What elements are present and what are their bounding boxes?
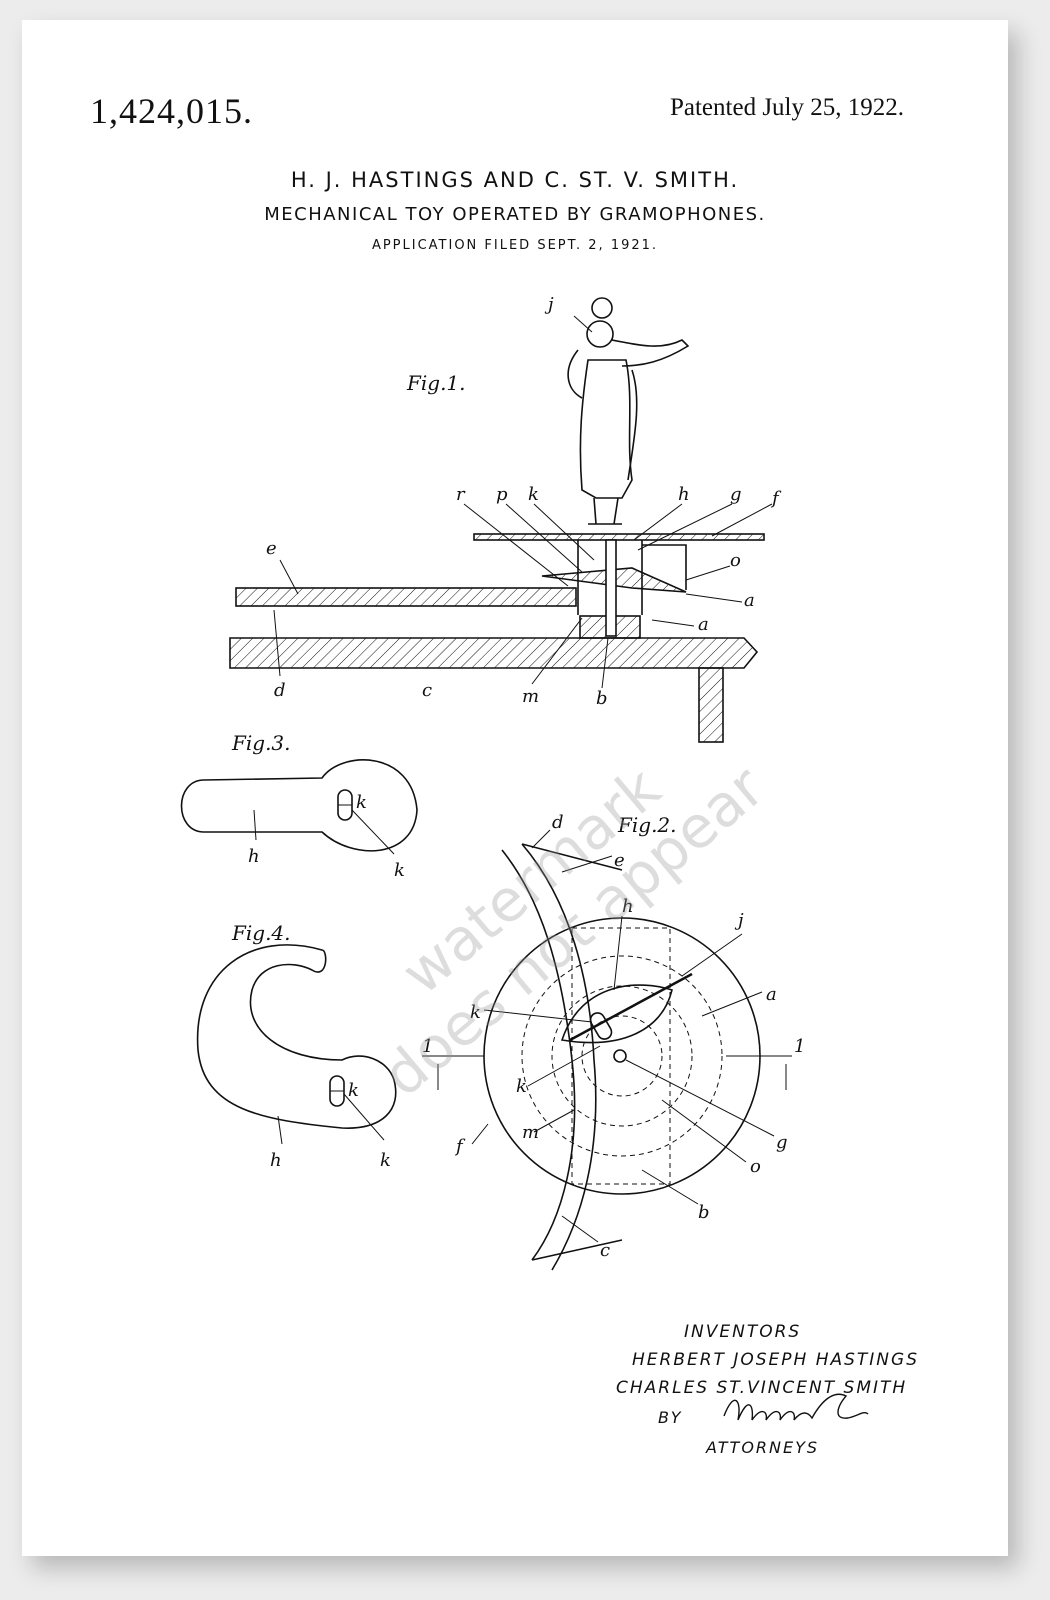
label-a2: a <box>698 614 709 635</box>
fig2-label-c: c <box>600 1240 610 1261</box>
inventors-label: INVENTORS <box>684 1322 801 1342</box>
fig2-label-a: a <box>766 984 777 1005</box>
fig2-label-1-right: 1 <box>794 1036 805 1057</box>
fig2-label-b: b <box>698 1202 710 1223</box>
spindle <box>606 540 616 636</box>
label-e: e <box>266 538 277 559</box>
label-d: d <box>274 680 286 701</box>
fig2-label-h: h <box>622 896 634 917</box>
label-f: f <box>770 488 782 509</box>
label-j: j <box>544 294 554 315</box>
label-g: g <box>730 484 742 505</box>
label-p: p <box>496 484 508 505</box>
label-o: o <box>730 550 741 571</box>
fig2-label-f: f <box>454 1136 466 1157</box>
attorney-signature <box>724 1394 868 1420</box>
base-leg <box>699 668 723 742</box>
dancers-j <box>568 298 688 524</box>
by-label: BY <box>658 1408 682 1427</box>
attorneys-label: ATTORNEYS <box>706 1438 819 1457</box>
fig2-label-k: k <box>470 1002 481 1023</box>
fig2-label-j: j <box>734 910 744 931</box>
fig3-arm-h <box>182 760 418 851</box>
tone-arm-e <box>236 588 576 606</box>
patent-sheet: 1,424,015. Patented July 25, 1922. H. J.… <box>22 20 1008 1556</box>
label-c: c <box>422 680 432 701</box>
label-b: b <box>596 688 608 709</box>
fig4-caption: Fig.4. <box>231 921 291 945</box>
inventor-name-2: CHARLES ST.VINCENT SMITH <box>616 1378 907 1398</box>
label-k: k <box>528 484 539 505</box>
fig2-label-e: e <box>614 850 625 871</box>
inventor-name-1: HERBERT JOSEPH HASTINGS <box>632 1350 919 1370</box>
base-plate-c <box>230 638 757 668</box>
fig4-label-k: k <box>348 1080 359 1101</box>
fig1-caption: Fig.1. <box>406 371 466 395</box>
label-a: a <box>744 590 755 611</box>
fig2-label-k2: k <box>516 1076 527 1097</box>
fig3-label-h: h <box>248 846 260 867</box>
fig2-label-o: o <box>750 1156 761 1177</box>
fig3-label-k: k <box>356 792 367 813</box>
fig3-label-k2: k <box>394 860 405 881</box>
fig4-hook-h <box>198 945 396 1128</box>
fig2-label-1-left: 1 <box>422 1036 433 1057</box>
fig3-caption: Fig.3. <box>231 731 291 755</box>
disc-f <box>474 534 764 540</box>
fig2-spindle-g <box>614 1050 626 1062</box>
label-m: m <box>522 686 539 707</box>
fig2-label-d: d <box>552 812 564 833</box>
fig2-caption: Fig.2. <box>617 813 677 837</box>
label-h: h <box>678 484 690 505</box>
fig2-arm-e <box>502 844 622 1270</box>
patent-drawing: Fig.1. <box>22 20 1008 1556</box>
fig4-label-h: h <box>270 1150 282 1171</box>
fig4-label-k2: k <box>380 1150 391 1171</box>
fig2-disc-f <box>484 918 760 1194</box>
label-r: r <box>456 484 466 505</box>
fig2-label-g: g <box>776 1132 788 1153</box>
fig2-label-m: m <box>522 1122 539 1143</box>
